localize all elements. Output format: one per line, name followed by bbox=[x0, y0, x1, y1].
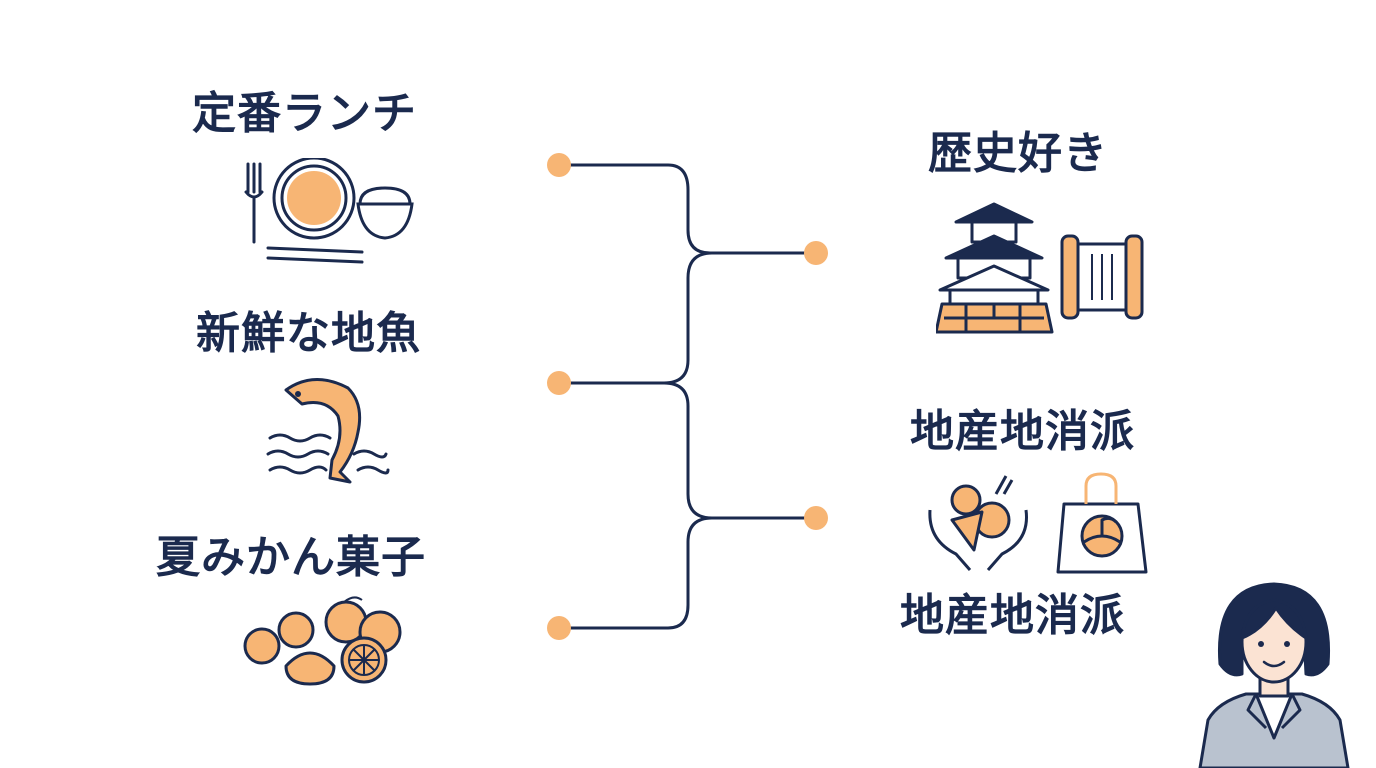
mikan-sweets-icon bbox=[243, 596, 402, 686]
left-label-sweets: 夏みかん菓子 bbox=[156, 532, 426, 583]
connector-sweets-local bbox=[557, 516, 714, 630]
presenter-avatar-icon bbox=[1198, 582, 1350, 768]
node-history bbox=[804, 241, 828, 265]
left-label-lunch: 定番ランチ bbox=[192, 88, 417, 139]
castle-scroll-icon bbox=[936, 202, 1144, 334]
connector-fish-local bbox=[662, 381, 818, 520]
node-lunch bbox=[547, 153, 571, 177]
jumping-fish-icon bbox=[266, 378, 390, 484]
right-label-history: 歴史好き bbox=[928, 128, 1108, 179]
node-sweets bbox=[547, 616, 571, 640]
node-local bbox=[804, 506, 828, 530]
connector-lunch-history bbox=[557, 163, 818, 255]
node-fish bbox=[547, 371, 571, 395]
local-produce-icon bbox=[928, 472, 1148, 574]
right-label-local-1: 地産地消派 bbox=[910, 406, 1135, 457]
right-label-local-2: 地産地消派 bbox=[900, 590, 1125, 641]
left-label-fish: 新鮮な地魚 bbox=[196, 308, 421, 359]
connector-fish-history bbox=[557, 251, 714, 385]
lunch-plate-icon bbox=[244, 158, 414, 264]
